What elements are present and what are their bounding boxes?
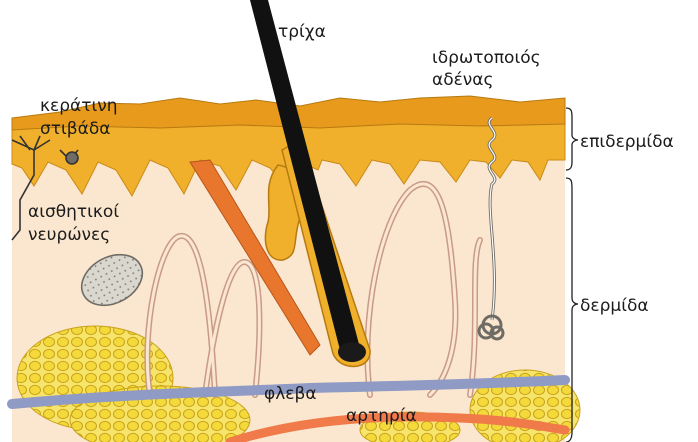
- sensory-nerves-label-line2: νευρώνες: [28, 225, 110, 245]
- epidermis-label: επιδερμίδα: [580, 132, 674, 152]
- epidermis-bracket: [566, 108, 578, 170]
- sweat-gland-label: ιδρωτοποιός: [432, 48, 541, 68]
- keratin-layer-label: κεράτινη: [40, 96, 117, 116]
- dermis-label: δερμίδα: [580, 296, 649, 316]
- keratin-layer-label-line2: στιβάδα: [40, 119, 110, 139]
- sensory-nerves-label: αισθητικοί: [28, 202, 119, 222]
- vein-label: φλεβα: [264, 384, 317, 404]
- hair-label: τρίχα: [278, 22, 326, 42]
- sweat-gland-label-line2: αδένας: [432, 70, 493, 90]
- hair-bulb: [338, 342, 366, 362]
- artery-label: αρτηρία: [346, 406, 417, 426]
